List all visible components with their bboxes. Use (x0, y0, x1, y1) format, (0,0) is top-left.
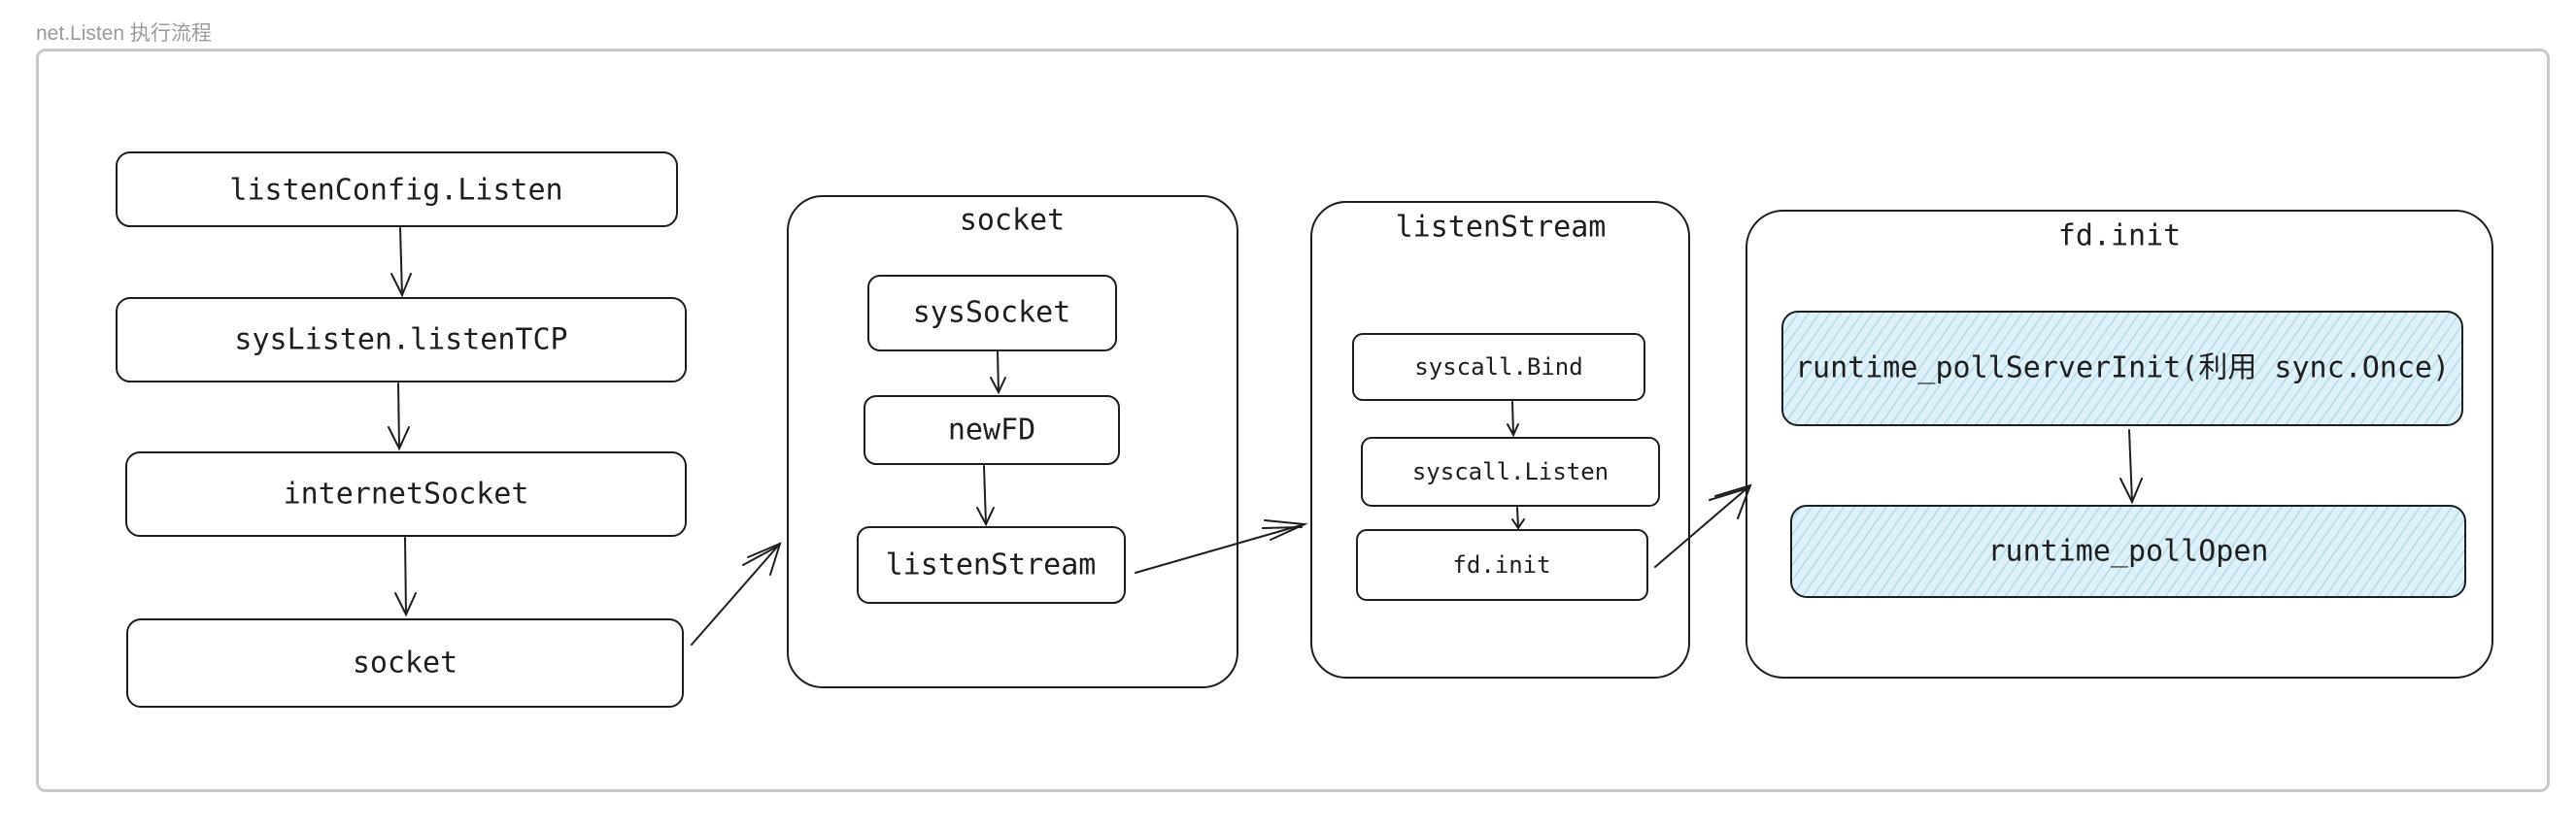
arrow-internet-socket-to-socket (394, 537, 417, 617)
frame-title: net.Listen 执行流程 (36, 22, 212, 45)
socket-box[interactable] (126, 618, 684, 708)
arrow-new-fd-to-listen-stream (976, 465, 995, 527)
poll-open-box[interactable] (1790, 505, 2466, 598)
syscall-listen-box[interactable] (1361, 437, 1660, 507)
arrow-listen-to-fd-init (1511, 507, 1525, 530)
arrow-sys-socket-to-new-fd (990, 350, 1006, 395)
arrow-fd-init-to-group (1654, 483, 1752, 568)
sys-listen-label: sysListen.listenTCP (234, 323, 567, 357)
new-fd-label: newFD (948, 414, 1035, 448)
socket-group-container (787, 195, 1238, 688)
arrow-listen-stream-to-group (1135, 519, 1308, 574)
arrow-listen-config-to-sys-listen (390, 227, 412, 298)
internet-socket-label: internetSocket (284, 478, 529, 512)
fd-init-group-title: fd.init (2058, 219, 2181, 253)
listen-stream-group-container (1310, 201, 1690, 679)
arrow-poll-server-init-to-poll-open (2119, 429, 2143, 505)
arrow-socket-to-socket-group (691, 542, 782, 646)
fd-init-box[interactable] (1356, 529, 1648, 601)
new-fd-box[interactable] (864, 395, 1120, 465)
listen-stream-label: listenStream (886, 548, 1097, 582)
listen-config-box[interactable] (116, 151, 678, 227)
internet-socket-box[interactable] (125, 451, 687, 537)
sys-socket-label: sysSocket (913, 296, 1071, 330)
diagram-frame (36, 49, 2550, 792)
listen-config-label: listenConfig.Listen (229, 174, 562, 208)
socket-label: socket (353, 647, 458, 681)
poll-open-label: runtime_pollOpen (1988, 535, 2269, 569)
poll-server-init-box[interactable] (1781, 311, 2463, 426)
socket-group-title: socket (960, 204, 1065, 238)
sys-socket-box[interactable] (867, 275, 1117, 351)
arrow-bind-to-listen (1507, 401, 1519, 438)
fd-init-label: fd.init (1452, 551, 1550, 579)
syscall-bind-box[interactable] (1352, 333, 1645, 401)
listen-stream-box[interactable] (857, 526, 1126, 604)
syscall-listen-label: syscall.Listen (1412, 458, 1609, 485)
fd-init-group-container (1746, 210, 2493, 679)
syscall-bind-label: syscall.Bind (1414, 353, 1582, 381)
listen-stream-group-title: listenStream (1396, 211, 1607, 245)
arrow-sys-listen-to-internet-socket (388, 382, 410, 451)
poll-server-init-label: runtime_pollServerInit(利用 sync.Once) (1795, 351, 2450, 385)
sys-listen-box[interactable] (116, 297, 687, 382)
